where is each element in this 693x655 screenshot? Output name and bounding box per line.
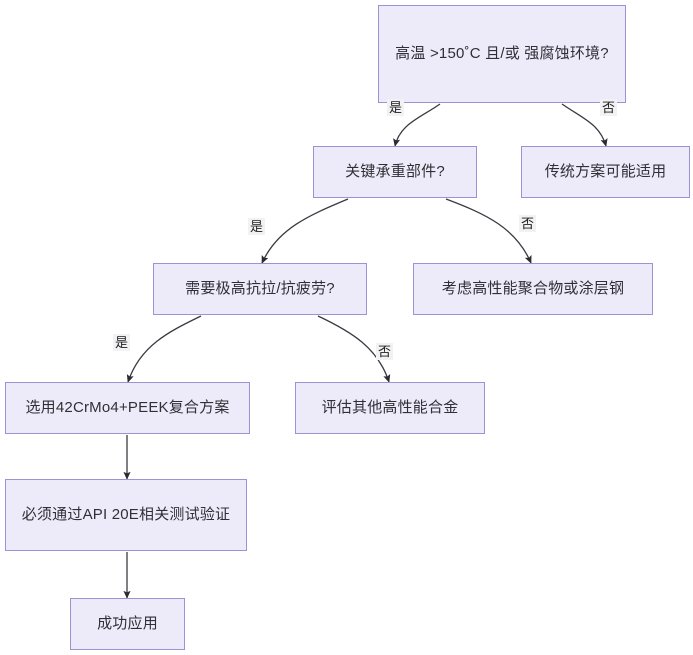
edge-label-yes-2: 是 [248,218,266,235]
node-successful-application[interactable]: 成功应用 [70,598,185,650]
node-traditional-solution-applicable[interactable]: 传统方案可能适用 [521,146,690,198]
node-api-20e-test-required[interactable]: 必须通过API 20E相关测试验证 [5,479,247,551]
node-select-42crmo4-peek-composite[interactable]: 选用42CrMo4+PEEK复合方案 [5,382,250,434]
node-label: 需要极高抗拉/抗疲劳? [185,279,335,297]
edge-label-no-3: 否 [376,343,394,360]
node-label: 必须通过API 20E相关测试验证 [21,505,231,523]
node-label: 考虑高性能聚合物或涂层钢 [441,279,625,297]
edge-label-no-2: 否 [519,215,537,232]
node-label: 评估其他高性能合金 [321,398,459,416]
node-label: 选用42CrMo4+PEEK复合方案 [25,398,230,416]
node-label: 关键承重部件? [345,162,445,180]
edge-label-no-1: 否 [600,99,618,116]
node-label: 传统方案可能适用 [544,162,667,180]
edge-label-yes-1: 是 [387,99,405,116]
node-tensile-fatigue-question[interactable]: 需要极高抗拉/抗疲劳? [153,263,367,315]
node-evaluate-other-alloys[interactable]: 评估其他高性能合金 [295,382,485,434]
edge-label-yes-3: 是 [113,334,131,351]
node-label: 高温 >150˚C 且/或 强腐蚀环境? [395,44,609,62]
node-label: 成功应用 [97,614,158,632]
node-high-temp-corrosion-question[interactable]: 高温 >150˚C 且/或 强腐蚀环境? [378,5,626,103]
edge-n2-to-n4 [261,198,349,264]
node-consider-polymer-or-coated-steel[interactable]: 考虑高性能聚合物或涂层钢 [413,263,653,315]
edge-n4-to-n6 [126,315,202,383]
node-critical-load-bearing-question[interactable]: 关键承重部件? [313,146,477,198]
